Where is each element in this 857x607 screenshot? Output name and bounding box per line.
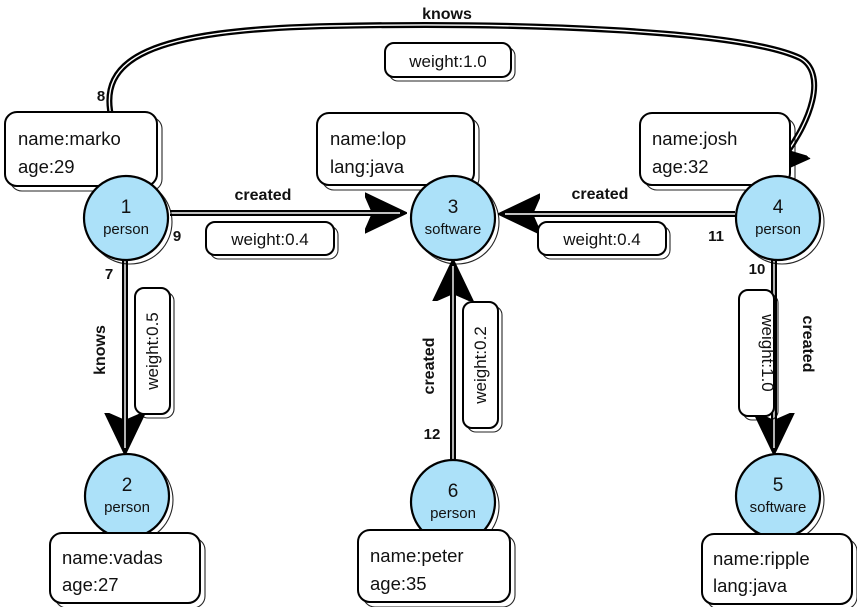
edges-layer — [106, 22, 818, 462]
property-boxes-bottom-layer: name:vadas age:27 name:peter age:35 name… — [49, 529, 857, 607]
node-3-label: software — [425, 221, 482, 238]
property-box-node-2-rect[interactable] — [49, 532, 201, 604]
property-box-node-5-rect[interactable] — [701, 533, 853, 605]
property-node-3-line-1: name:lop — [330, 128, 406, 149]
node-2-circle[interactable] — [83, 452, 171, 540]
weight-box-edge-12[interactable]: weight:0.2 — [462, 301, 503, 433]
weight-box-edge-12-rect[interactable] — [462, 301, 499, 429]
property-box-node-1[interactable]: name:marko age:29 — [4, 111, 163, 192]
property-node-6-line-2: age:35 — [370, 573, 427, 594]
weight-box-edge-10-rect[interactable] — [738, 289, 775, 417]
node-5-label: software — [750, 499, 807, 516]
edge-id-8: 8 — [97, 88, 105, 105]
edge-label-12: created — [421, 338, 438, 395]
property-box-node-2[interactable]: name:vadas age:27 — [49, 532, 206, 607]
edge-labels-layer: knows 8 created 9 knows 7 created 11 cre… — [91, 5, 818, 445]
weight-text-edge-10: weight:1.0 — [758, 313, 777, 392]
property-node-4-line-2: age:32 — [652, 156, 709, 177]
edge-label-11: created — [572, 186, 629, 203]
property-box-node-4-rect[interactable] — [639, 112, 791, 186]
node-3-circle[interactable] — [409, 174, 497, 262]
property-node-6-line-1: name:peter — [370, 545, 464, 566]
edge-id-11: 11 — [708, 228, 724, 245]
node-5[interactable]: 5 software — [734, 452, 825, 543]
weight-box-edge-7-rect[interactable] — [134, 287, 171, 415]
weight-box-edge-8[interactable]: weight:1.0 — [384, 42, 516, 82]
property-box-node-3-rect[interactable] — [316, 112, 475, 186]
property-node-5-line-1: name:ripple — [713, 548, 810, 569]
node-2-id: 2 — [122, 475, 133, 496]
edge-label-9: created — [235, 187, 292, 204]
edge-id-9: 9 — [173, 228, 181, 245]
nodes-layer-top: 1 person 3 software 4 person — [82, 174, 825, 265]
weight-boxes-layer: weight:1.0 weight:0.4 weight:0.4 weight:… — [134, 42, 779, 433]
weight-text-edge-9: weight:0.4 — [230, 230, 309, 249]
edge-label-10: created — [799, 316, 816, 373]
weight-text-edge-12: weight:0.2 — [471, 326, 490, 405]
node-2[interactable]: 2 person — [83, 452, 174, 543]
weight-text-edge-11: weight:0.4 — [562, 230, 641, 249]
weight-box-edge-10[interactable]: weight:1.0 — [738, 289, 779, 421]
node-2-label: person — [104, 499, 150, 516]
weight-box-edge-7[interactable]: weight:0.5 — [134, 287, 175, 419]
edge-label-7: knows — [92, 325, 109, 375]
property-box-node-6[interactable]: name:peter age:35 — [357, 529, 516, 607]
property-node-1-line-1: name:marko — [18, 128, 121, 149]
edge-id-7: 7 — [105, 266, 113, 283]
edge-id-12: 12 — [424, 426, 441, 443]
node-4-circle[interactable] — [734, 174, 822, 262]
property-node-2-line-2: age:27 — [62, 574, 119, 595]
node-3-id: 3 — [448, 197, 459, 218]
weight-box-edge-11[interactable]: weight:0.4 — [537, 221, 671, 260]
edge-label-8: knows — [422, 6, 472, 23]
property-node-1-line-2: age:29 — [18, 156, 75, 177]
weight-box-edge-9[interactable]: weight:0.4 — [205, 221, 339, 260]
node-4-label: person — [755, 221, 801, 238]
node-4-id: 4 — [773, 197, 784, 218]
weight-box-edge-9-rect[interactable] — [205, 221, 335, 256]
property-box-node-5[interactable]: name:ripple lang:java — [701, 533, 857, 607]
node-6-label: person — [430, 505, 476, 522]
node-1-id: 1 — [121, 197, 132, 218]
node-1[interactable]: 1 person — [82, 174, 173, 265]
node-6-id: 6 — [448, 481, 459, 502]
property-node-4-line-1: name:josh — [652, 128, 737, 149]
property-box-node-6-rect[interactable] — [357, 529, 511, 603]
node-1-circle[interactable] — [82, 174, 170, 262]
node-5-id: 5 — [773, 475, 784, 496]
property-box-node-1-rect[interactable] — [4, 111, 158, 187]
property-node-5-line-2: lang:java — [713, 575, 788, 596]
node-1-label: person — [103, 221, 149, 238]
edge-id-10: 10 — [749, 261, 766, 278]
weight-box-edge-11-rect[interactable] — [537, 221, 667, 256]
node-4[interactable]: 4 person — [734, 174, 825, 265]
weight-text-edge-7: weight:0.5 — [143, 312, 162, 391]
property-box-node-4[interactable]: name:josh age:32 — [639, 112, 796, 191]
property-node-3-line-2: lang:java — [330, 156, 405, 177]
property-box-node-3[interactable]: name:lop lang:java — [316, 112, 480, 191]
edge-8-knows[interactable] — [106, 22, 818, 173]
weight-text-edge-8: weight:1.0 — [408, 52, 487, 71]
property-node-2-line-1: name:vadas — [62, 547, 163, 568]
property-boxes-layer: name:marko age:29 name:lop lang:java nam… — [4, 111, 796, 192]
weight-box-edge-8-rect[interactable] — [384, 42, 512, 78]
node-3[interactable]: 3 software — [409, 174, 500, 265]
edge-8-highlight — [108, 24, 815, 173]
nodes-layer-bottom: 2 person 6 person 5 software — [83, 452, 825, 549]
node-5-circle[interactable] — [734, 452, 822, 540]
